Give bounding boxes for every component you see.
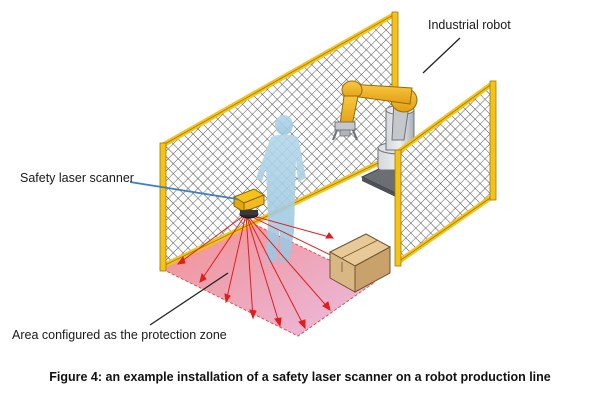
safety-laser-scanner-icon bbox=[232, 188, 266, 219]
person-silhouette-icon bbox=[256, 115, 306, 262]
label-industrial-robot: Industrial robot bbox=[428, 18, 511, 32]
label-safety-laser-scanner: Safety laser scanner bbox=[20, 171, 134, 185]
label-protection-zone: Area configured as the protection zone bbox=[12, 328, 227, 342]
leader-line-zone bbox=[149, 272, 229, 326]
leader-lines bbox=[129, 37, 461, 326]
laser-beams bbox=[176, 213, 347, 330]
leader-line-robot bbox=[422, 37, 461, 74]
figure-caption: Figure 4: an example installation of a s… bbox=[49, 370, 551, 384]
leader-line-scanner bbox=[129, 181, 238, 200]
cardboard-box-icon bbox=[328, 233, 392, 293]
fence-panel-front bbox=[394, 80, 497, 267]
